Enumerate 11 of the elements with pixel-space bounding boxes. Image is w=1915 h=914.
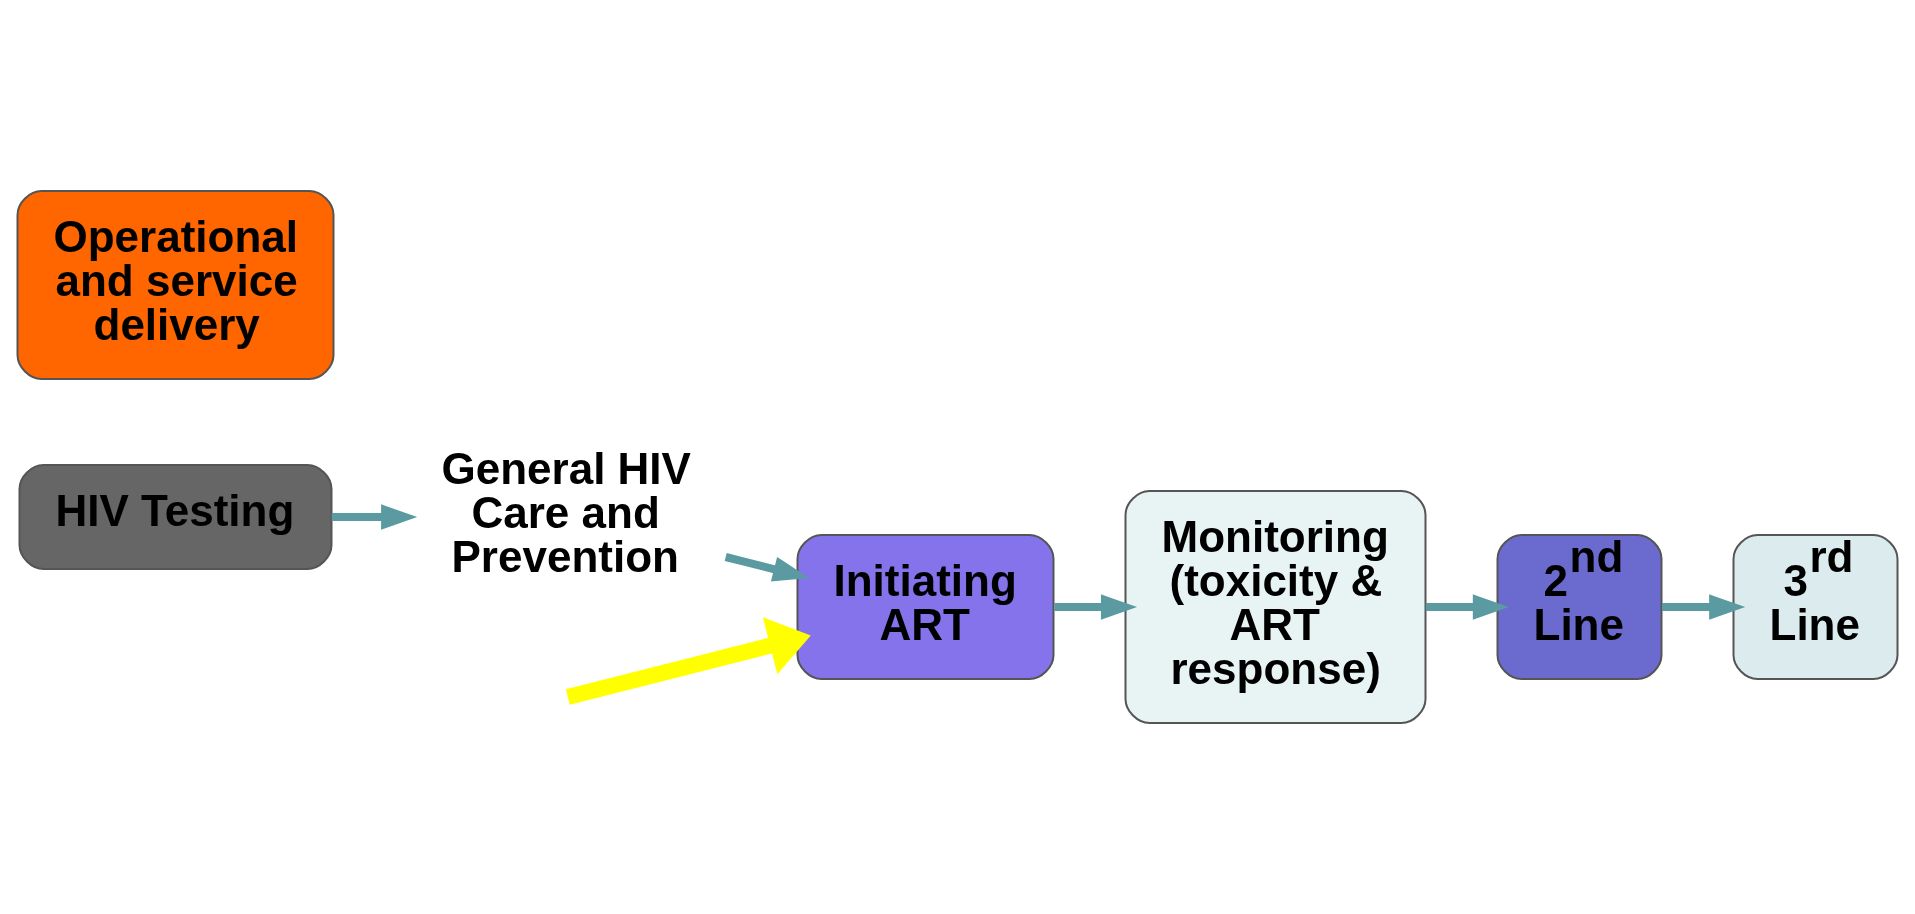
node-text: General HIV Care and Prevention [441,444,691,582]
node-box: Initiating ART [796,534,1055,680]
arrow [565,617,811,705]
arrow [331,504,418,530]
node-box: HIV Testing [18,464,333,570]
arrow [1662,594,1746,620]
arrow [1054,594,1138,620]
arrow [1425,594,1509,620]
arrow [724,553,809,582]
node-box: Operational and service delivery [16,190,335,380]
node-box: Monitoring (toxicity & ART response) [1124,490,1427,724]
